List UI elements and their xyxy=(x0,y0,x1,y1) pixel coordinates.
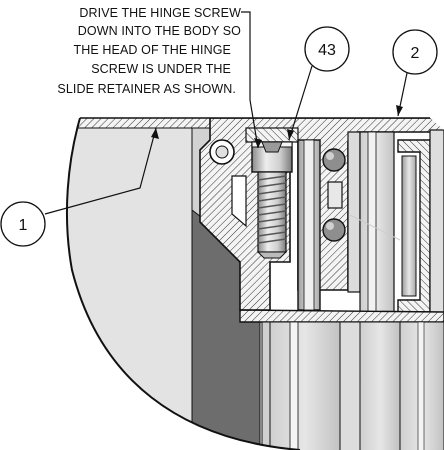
detail-boundary xyxy=(65,117,301,450)
note-leader-line xyxy=(241,11,259,149)
note-leader-arrow xyxy=(254,138,262,148)
callout-43-arrow xyxy=(287,129,294,140)
detail-view xyxy=(66,118,444,450)
callout-43-label: 43 xyxy=(318,42,336,59)
note-line-1: DRIVE THE HINGE SCREW xyxy=(79,6,241,20)
callout-2-bubble xyxy=(392,29,438,75)
note-line-2: DOWN INTO THE BODY SO xyxy=(78,24,241,38)
note-line-5: SLIDE RETAINER AS SHOWN. xyxy=(57,82,236,96)
callout-43-bubble xyxy=(304,26,350,72)
ball-bearings xyxy=(322,148,346,242)
slide-retainer xyxy=(297,139,321,311)
right-rails xyxy=(347,129,444,323)
hinge-screw xyxy=(251,141,293,259)
callout-43: 43 xyxy=(287,26,350,141)
callout-1-arrow xyxy=(151,128,159,139)
callout-2-arrow xyxy=(396,105,403,116)
callout-43-leader xyxy=(288,65,313,141)
callout-1-leader xyxy=(44,127,157,215)
pivot-pin xyxy=(209,139,235,165)
note-line-3: THE HEAD OF THE HINGE xyxy=(74,43,231,57)
lower-frame xyxy=(239,309,444,450)
note-line-4: SCREW IS UNDER THE xyxy=(91,62,231,76)
callout-1: 1 xyxy=(0,127,159,247)
callout-2: 2 xyxy=(392,29,438,117)
callout-1-label: 1 xyxy=(19,217,28,234)
callout-1-bubble xyxy=(0,201,46,247)
instruction-note: DRIVE THE HINGE SCREW DOWN INTO THE BODY… xyxy=(57,6,262,149)
callout-2-label: 2 xyxy=(411,45,420,62)
